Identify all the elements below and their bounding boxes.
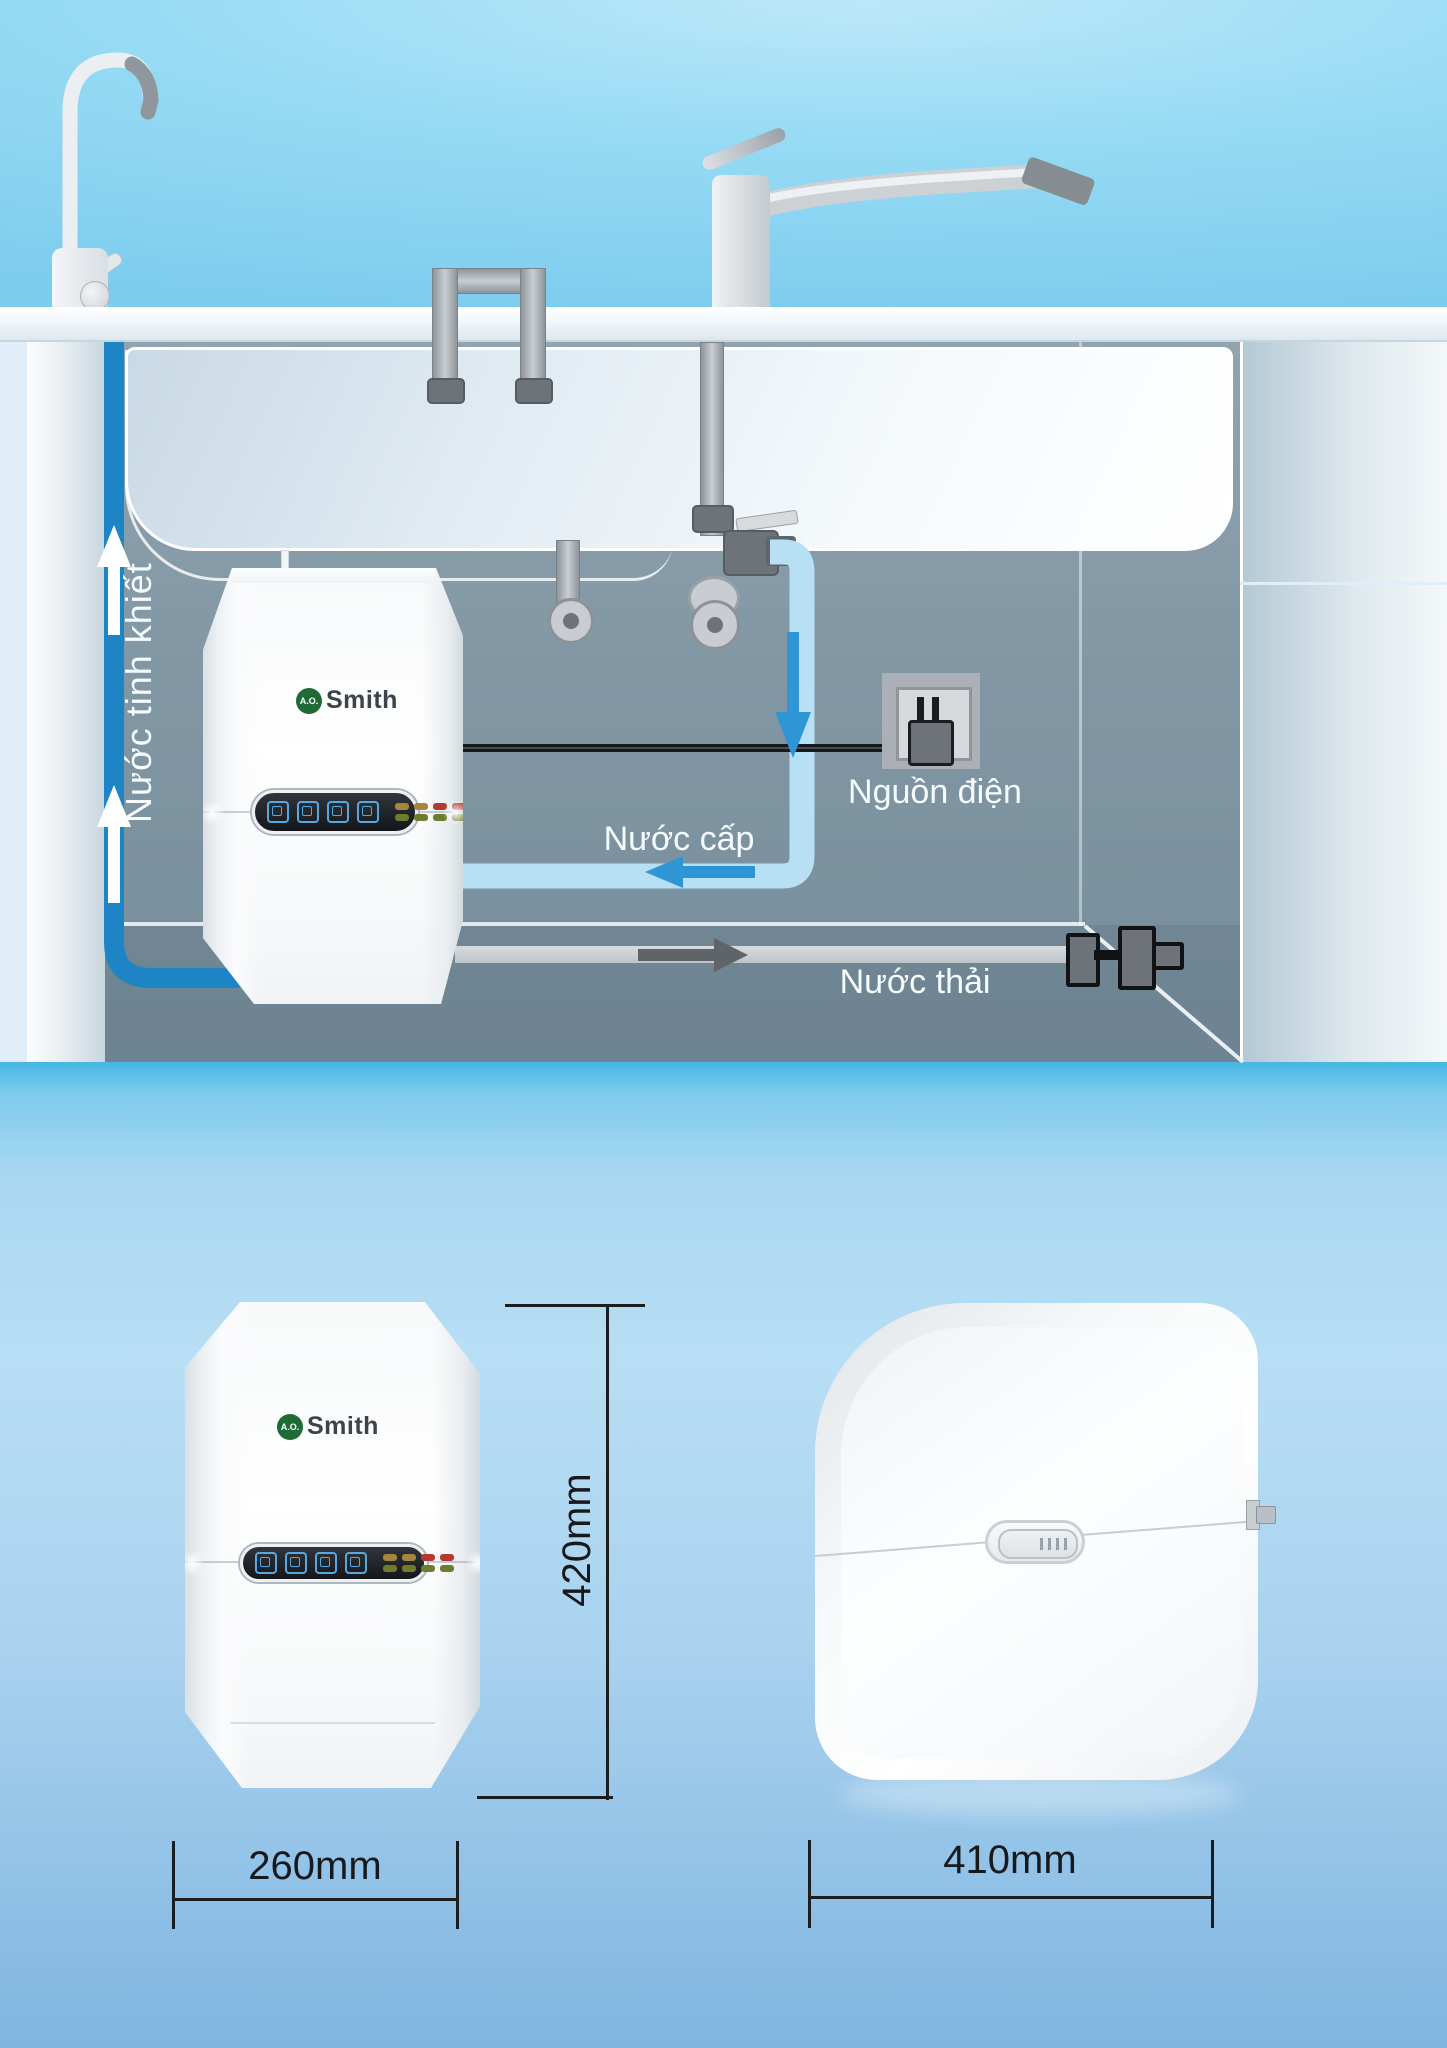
drain-coupling (548, 598, 594, 644)
front-view-face-bottom (230, 1722, 435, 1724)
width-dim-left-tick (172, 1841, 175, 1929)
riser-coupling (690, 600, 740, 650)
power-cord (440, 744, 918, 752)
cabinet-left-wall (27, 342, 105, 1062)
sink-basin (125, 347, 1233, 551)
seam-sparkle-right (441, 798, 463, 828)
pure-water-up-arrow-2 (97, 785, 131, 905)
mixer-faucet-body (712, 175, 770, 307)
side-view-fitting-nub (1256, 1506, 1276, 1524)
depth-dim-line (808, 1896, 1214, 1899)
width-dim-label: 260mm (248, 1844, 382, 1888)
waste-right-arrow (638, 938, 748, 972)
brand-monogram: A.O. (277, 1413, 303, 1440)
hose-loop-left (432, 268, 458, 398)
seam-sparkle-left (203, 798, 227, 828)
plug-prong-right (932, 697, 939, 723)
height-dim-top-tick (505, 1304, 645, 1307)
control-panel (240, 1544, 454, 1582)
indicator-lights (383, 1554, 454, 1572)
filter-icon (297, 801, 319, 823)
depth-dim-right-tick (1211, 1840, 1214, 1928)
depth-dim-label: 410mm (943, 1838, 1077, 1882)
filter-icon (285, 1552, 307, 1574)
hose-loop-right (520, 268, 546, 398)
gooseneck-faucet-knob (80, 281, 110, 311)
tank-icon (315, 1552, 337, 1574)
height-dim-line (606, 1304, 609, 1800)
front-view-unit: A.O. Smith (185, 1302, 480, 1788)
service-icon (357, 801, 379, 823)
filter-latch (985, 1520, 1085, 1564)
depth-dim-left-tick (808, 1840, 811, 1928)
width-dim-line (172, 1898, 459, 1901)
height-dim-bottom-tick (477, 1796, 613, 1799)
width-dim-right-tick (456, 1841, 459, 1929)
waste-water-label: Nước thải (839, 963, 991, 1001)
seam-sparkle-left (185, 1548, 207, 1578)
seam-sparkle-right (463, 1548, 480, 1578)
pure-water-up-arrow-1 (97, 525, 131, 640)
waste-clamp-bolt (1094, 950, 1122, 960)
brand-monogram: A.O. (296, 687, 322, 714)
hose-nut-right (515, 378, 553, 404)
brand-name: Smith (307, 1412, 379, 1440)
hose-nut-left (427, 378, 465, 404)
fan-icon (267, 801, 289, 823)
purifier-top-face (232, 568, 436, 583)
waste-clamp-stub (1152, 942, 1184, 970)
mixer-faucet-spout (748, 157, 1095, 218)
riser-nut (692, 505, 734, 533)
fan-icon (255, 1552, 277, 1574)
faucet-riser (700, 342, 724, 536)
cabinet-diagonal-line (0, 0, 1447, 1100)
countertop (0, 307, 1447, 342)
pure-water-pipe (104, 342, 320, 988)
tank-icon (327, 801, 349, 823)
brand-name: Smith (326, 686, 398, 714)
cabinet-corner-line (1079, 342, 1082, 926)
service-icon (345, 1552, 367, 1574)
cabinet-right-wall-lower (1240, 585, 1447, 1062)
supply-down-arrow (775, 632, 811, 758)
brand-logo: A.O. Smith (296, 686, 398, 715)
pure-water-label: Nước tinh khiết (118, 562, 159, 823)
waste-clamp-right (1118, 926, 1156, 990)
filter-latch-button (998, 1529, 1078, 1559)
supply-water-label: Nước cấp (603, 820, 755, 858)
power-source-label: Nguồn điện (848, 773, 1022, 811)
cabinet-back-line (105, 922, 1085, 926)
plug-prong-left (917, 697, 924, 723)
waste-water-pipe (455, 946, 1075, 963)
supply-left-arrow (645, 856, 757, 888)
brand-logo: A.O. Smith (277, 1412, 379, 1441)
purifier-unit: A.O. Smith (203, 568, 463, 1004)
waste-clamp-left (1066, 933, 1100, 987)
gooseneck-faucet (62, 52, 159, 266)
power-plug (908, 720, 954, 766)
control-panel (252, 790, 463, 834)
cabinet-right-wall-upper (1240, 342, 1447, 582)
side-view-unit (815, 1303, 1258, 1780)
height-dim-label: 420mm (555, 1473, 599, 1607)
